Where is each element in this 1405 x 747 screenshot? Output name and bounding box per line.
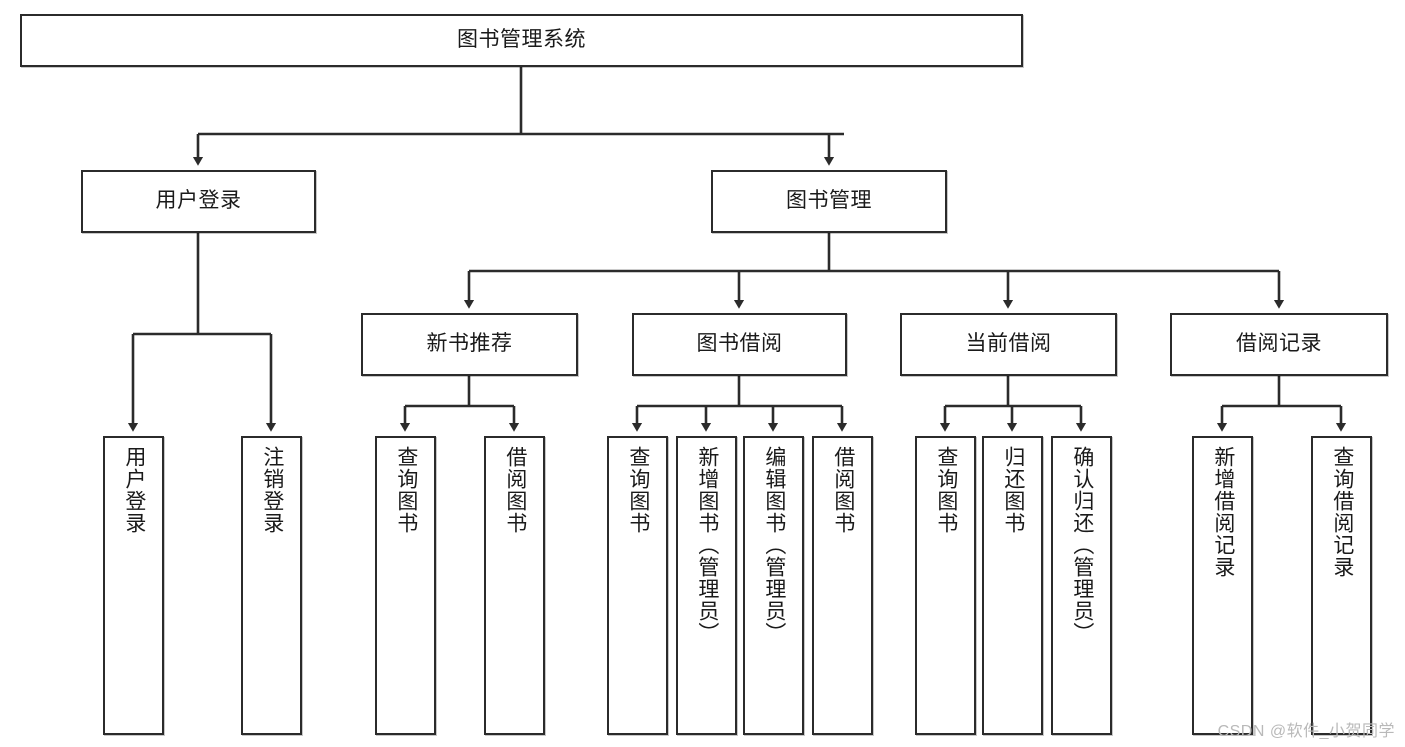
node-book-borrow[interactable]: 图书借阅 [632,313,847,376]
node-current-borrow-label: 当前借阅 [965,332,1052,356]
node-leaf-query-book-3[interactable]: 查询图书 [915,436,976,735]
node-book-manage[interactable]: 图书管理 [711,170,947,233]
node-leaf-logout[interactable]: 注销登录 [241,436,302,735]
node-leaf-add-record-label: 新增借阅记录 [1211,446,1235,578]
node-leaf-query-book-1[interactable]: 查询图书 [375,436,436,735]
node-leaf-query-book-3-label: 查询图书 [934,446,958,534]
node-leaf-add-book[interactable]: 新增图书（管理员） [676,436,737,735]
node-leaf-query-record[interactable]: 查询借阅记录 [1311,436,1372,735]
node-book-borrow-label: 图书借阅 [696,332,783,356]
node-leaf-query-record-label: 查询借阅记录 [1330,446,1354,578]
node-leaf-logout-label: 注销登录 [260,446,284,534]
node-new-book-rec[interactable]: 新书推荐 [361,313,578,376]
node-leaf-edit-book[interactable]: 编辑图书（管理员） [743,436,804,735]
node-leaf-borrow-book-2-label: 借阅图书 [831,446,855,534]
node-user-login-label: 用户登录 [155,189,242,213]
node-leaf-query-book-2[interactable]: 查询图书 [607,436,668,735]
node-current-borrow[interactable]: 当前借阅 [900,313,1117,376]
node-leaf-query-book-1-label: 查询图书 [394,446,418,534]
node-root[interactable]: 图书管理系统 [20,14,1023,67]
node-borrow-record[interactable]: 借阅记录 [1170,313,1388,376]
node-leaf-borrow-book-1-label: 借阅图书 [503,446,527,534]
node-leaf-confirm-return[interactable]: 确认归还（管理员） [1051,436,1112,735]
node-leaf-user-login-label: 用户登录 [122,446,146,534]
node-leaf-add-record[interactable]: 新增借阅记录 [1192,436,1253,735]
node-leaf-edit-book-label: 编辑图书（管理员） [762,446,786,644]
node-leaf-borrow-book-2[interactable]: 借阅图书 [812,436,873,735]
node-leaf-borrow-book-1[interactable]: 借阅图书 [484,436,545,735]
watermark-text: CSDN @软件_小贺同学 [1217,723,1395,740]
node-user-login[interactable]: 用户登录 [81,170,316,233]
node-leaf-user-login[interactable]: 用户登录 [103,436,164,735]
node-leaf-return-book-label: 归还图书 [1001,446,1025,534]
node-new-book-rec-label: 新书推荐 [426,332,513,356]
node-leaf-confirm-return-label: 确认归还（管理员） [1070,446,1094,644]
node-leaf-add-book-label: 新增图书（管理员） [695,446,719,644]
node-leaf-return-book[interactable]: 归还图书 [982,436,1043,735]
node-borrow-record-label: 借阅记录 [1236,332,1322,356]
node-leaf-query-book-2-label: 查询图书 [626,446,650,534]
node-root-label: 图书管理系统 [457,28,586,52]
node-book-manage-label: 图书管理 [786,189,872,213]
